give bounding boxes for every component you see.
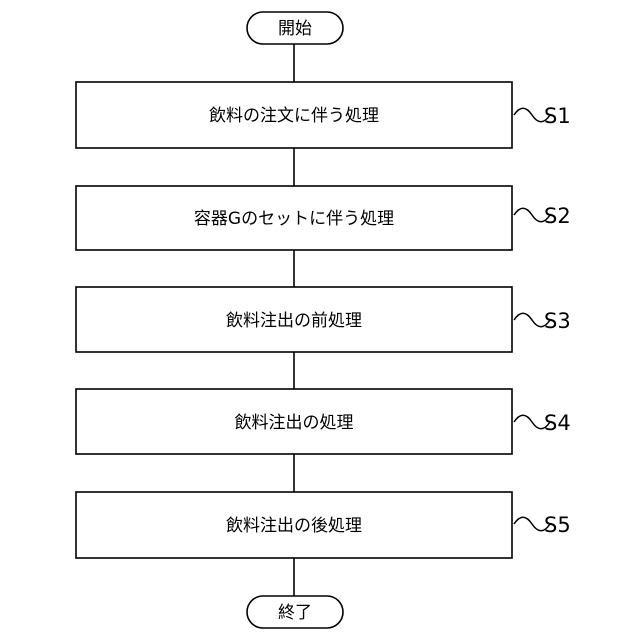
process-step-s1: 飲料の注文に伴う処理 S1	[76, 82, 571, 148]
step-label: 飲料注出の処理	[235, 413, 354, 433]
end-label: 終了	[278, 603, 312, 623]
step-label: 飲料の注文に伴う処理	[209, 106, 379, 126]
step-id: S4	[544, 411, 571, 435]
step-label: 飲料注出の後処理	[226, 516, 362, 536]
end-terminal: 終了	[247, 596, 343, 628]
step-id: S2	[544, 204, 571, 228]
step-label: 飲料注出の前処理	[226, 311, 362, 331]
process-step-s3: 飲料注出の前処理 S3	[76, 287, 571, 352]
step-id: S1	[544, 104, 571, 128]
start-label: 開始	[278, 19, 312, 39]
step-label: 容器Gのセットに伴う処理	[194, 209, 394, 229]
step-id: S3	[544, 309, 571, 333]
process-step-s2: 容器Gのセットに伴う処理 S2	[76, 186, 571, 250]
start-terminal: 開始	[247, 12, 343, 44]
process-step-s5: 飲料注出の後処理 S5	[76, 492, 571, 558]
step-id: S5	[544, 513, 571, 537]
process-step-s4: 飲料注出の処理 S4	[76, 389, 571, 454]
